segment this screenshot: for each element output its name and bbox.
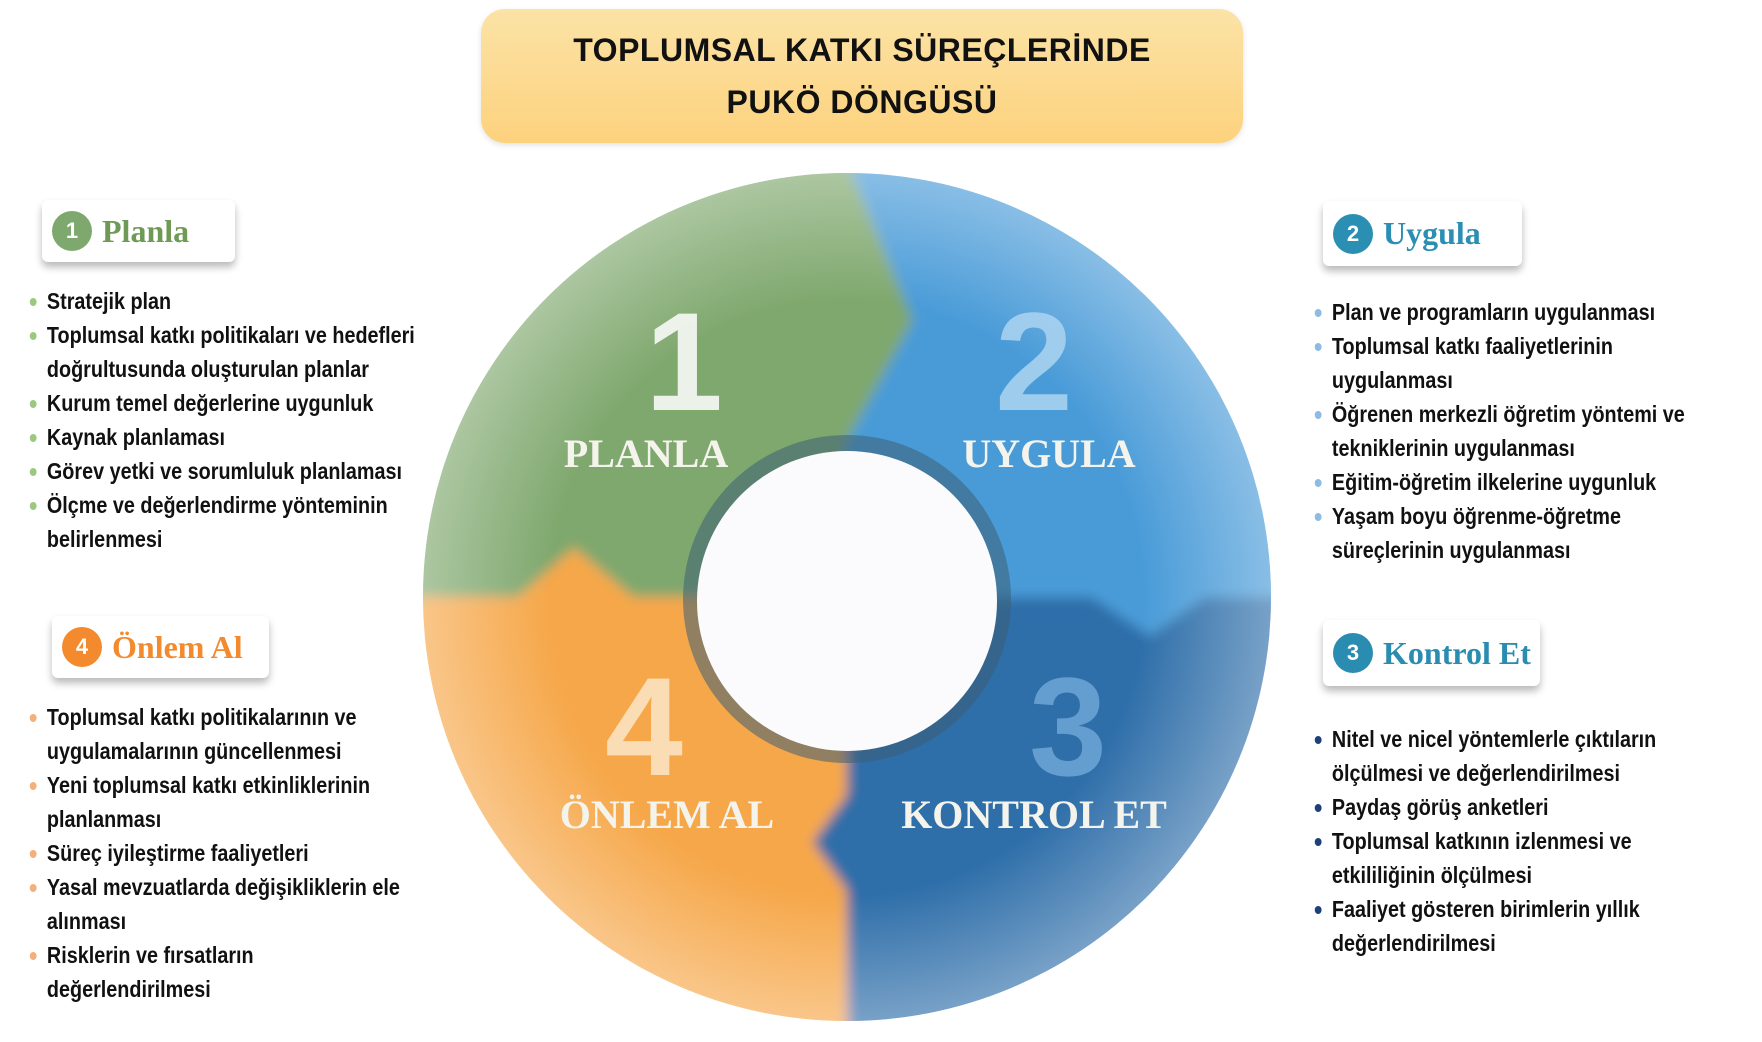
list-item-text: Toplumsal katkı politikaları ve hedefler…	[46, 322, 415, 348]
title-banner: TOPLUMSAL KATKI SÜREÇLERİNDE PUKÖ DÖNGÜS…	[481, 9, 1243, 143]
badge-planla: 1 Planla	[42, 200, 235, 262]
list-item-text: Öğrenen merkezli öğretim yöntemi ve	[1331, 401, 1685, 427]
badge-title: Uygula	[1383, 215, 1481, 251]
list-item-text: alınması	[46, 908, 127, 934]
list-item-text: Toplumsal katkı faaliyetlerinin	[1331, 333, 1613, 359]
list-item: Toplumsal katkının izlenmesi ve etkililiğ…	[1313, 824, 1656, 892]
list-item-text: planlanması	[46, 806, 162, 832]
list-item: Ölçme ve değerlendirme yönteminin belirle…	[28, 488, 415, 556]
center-circle	[697, 451, 997, 751]
list-item-text: Görev yetki ve sorumluluk planlaması	[46, 458, 403, 484]
title-line-1: TOPLUMSAL KATKI SÜREÇLERİNDE	[573, 32, 1151, 68]
list-item-text: Kurum temel değerlerine uygunluk	[46, 390, 374, 416]
list-item: Kaynak planlaması	[28, 420, 415, 454]
list-item: Yaşam boyu öğrenme-öğretme süreçlerinin u…	[1313, 499, 1685, 567]
list-item-text: Stratejik plan	[46, 288, 172, 314]
list-item-text: uygulamalarının güncellenmesi	[46, 738, 342, 764]
list-item-text: Risklerin ve fırsatların	[46, 942, 254, 968]
list-item-text: Toplumsal katkı politikalarının ve	[46, 704, 357, 730]
list-item: Stratejik plan	[28, 284, 415, 318]
title-line-2: PUKÖ DÖNGÜSÜ	[726, 84, 998, 120]
segment-number-1: 1	[645, 283, 723, 440]
segment-label-check: KONTROL ET	[901, 792, 1167, 837]
segment-number-3: 3	[1029, 648, 1107, 805]
list-item-text: süreçlerinin uygulanması	[1331, 537, 1571, 563]
list-item-text: değerlendirilmesi	[46, 976, 211, 1002]
badge-kontrol-et: 3 Kontrol Et	[1323, 620, 1540, 686]
segment-label-plan: PLANLA	[564, 431, 729, 476]
list-item-text: tekniklerinin uygulanması	[1331, 435, 1575, 461]
list-item-text: Eğitim-öğretim ilkelerine uygunluk	[1331, 469, 1657, 495]
list-item-text: Paydaş görüş anketleri	[1331, 794, 1549, 820]
list-item-text: Faaliyet gösteren birimlerin yıllık	[1331, 896, 1640, 922]
list-item-text: Kaynak planlaması	[46, 424, 226, 450]
badge-title: Kontrol Et	[1383, 634, 1531, 671]
list-item: Toplumsal katkı faaliyetlerinin uygulanma…	[1313, 329, 1685, 397]
list-item: Toplumsal katkı politikalarının ve uygula…	[28, 700, 400, 768]
onlem-al-list: Toplumsal katkı politikalarının ve uygula…	[28, 700, 400, 1006]
list-item-text: Yasal mevzuatlarda değişikliklerin ele	[46, 874, 400, 900]
step-number: 2	[1333, 213, 1373, 254]
list-item-text: belirlenmesi	[46, 526, 163, 552]
list-item-text: değerlendirilmesi	[1331, 930, 1496, 956]
list-item-text: doğrultusunda oluşturulan planlar	[46, 356, 369, 382]
list-item-text: Toplumsal katkının izlenmesi ve	[1331, 828, 1632, 854]
list-item-text: Nitel ve nicel yöntemlerle çıktıların	[1331, 726, 1657, 752]
list-item-text: etkililiğinin ölçülmesi	[1331, 862, 1532, 888]
segment-label-act: ÖNLEM AL	[560, 792, 774, 837]
list-item: Yasal mevzuatlarda değişikliklerin ele al…	[28, 870, 400, 938]
step-number: 1	[52, 211, 92, 251]
badge-title: Önlem Al	[112, 628, 243, 665]
badge-title: Planla	[102, 212, 190, 249]
list-item: Faaliyet gösteren birimlerin yıllık değer…	[1313, 892, 1656, 960]
list-item: Eğitim-öğretim ilkelerine uygunluk	[1313, 465, 1685, 499]
list-item-text: Yaşam boyu öğrenme-öğretme	[1331, 503, 1622, 529]
step-number: 3	[1333, 633, 1373, 673]
list-item: Kurum temel değerlerine uygunluk	[28, 386, 415, 420]
list-item-text: ölçülmesi ve değerlendirilmesi	[1331, 760, 1620, 786]
list-item: Plan ve programların uygulanması	[1313, 295, 1685, 329]
segment-label-do: UYGULA	[962, 431, 1135, 476]
list-item: Süreç iyileştirme faaliyetleri	[28, 836, 400, 870]
list-item: Görev yetki ve sorumluluk planlaması	[28, 454, 415, 488]
list-item: Nitel ve nicel yöntemlerle çıktıların ölç…	[1313, 722, 1656, 790]
badge-uygula: 2 Uygula	[1323, 201, 1522, 266]
list-item-text: Plan ve programların uygulanması	[1331, 299, 1656, 325]
list-item: Yeni toplumsal katkı etkinliklerinin plan…	[28, 768, 400, 836]
list-item: Öğrenen merkezli öğretim yöntemi ve tekni…	[1313, 397, 1685, 465]
list-item: Risklerin ve fırsatların değerlendirilmes…	[28, 938, 400, 1006]
list-item-text: uygulanması	[1331, 367, 1453, 393]
list-item-text: Ölçme ve değerlendirme yönteminin	[46, 492, 388, 518]
badge-onlem-al: 4 Önlem Al	[52, 616, 269, 678]
list-item: Paydaş görüş anketleri	[1313, 790, 1656, 824]
step-number: 4	[62, 627, 102, 667]
list-item: Toplumsal katkı politikaları ve hedefler…	[28, 318, 415, 386]
list-item-text: Yeni toplumsal katkı etkinliklerinin	[46, 772, 371, 798]
kontrol-et-list: Nitel ve nicel yöntemlerle çıktıların ölç…	[1313, 722, 1656, 960]
list-item-text: Süreç iyileştirme faaliyetleri	[46, 840, 309, 866]
segment-number-2: 2	[995, 283, 1073, 440]
segment-number-4: 4	[605, 648, 683, 805]
